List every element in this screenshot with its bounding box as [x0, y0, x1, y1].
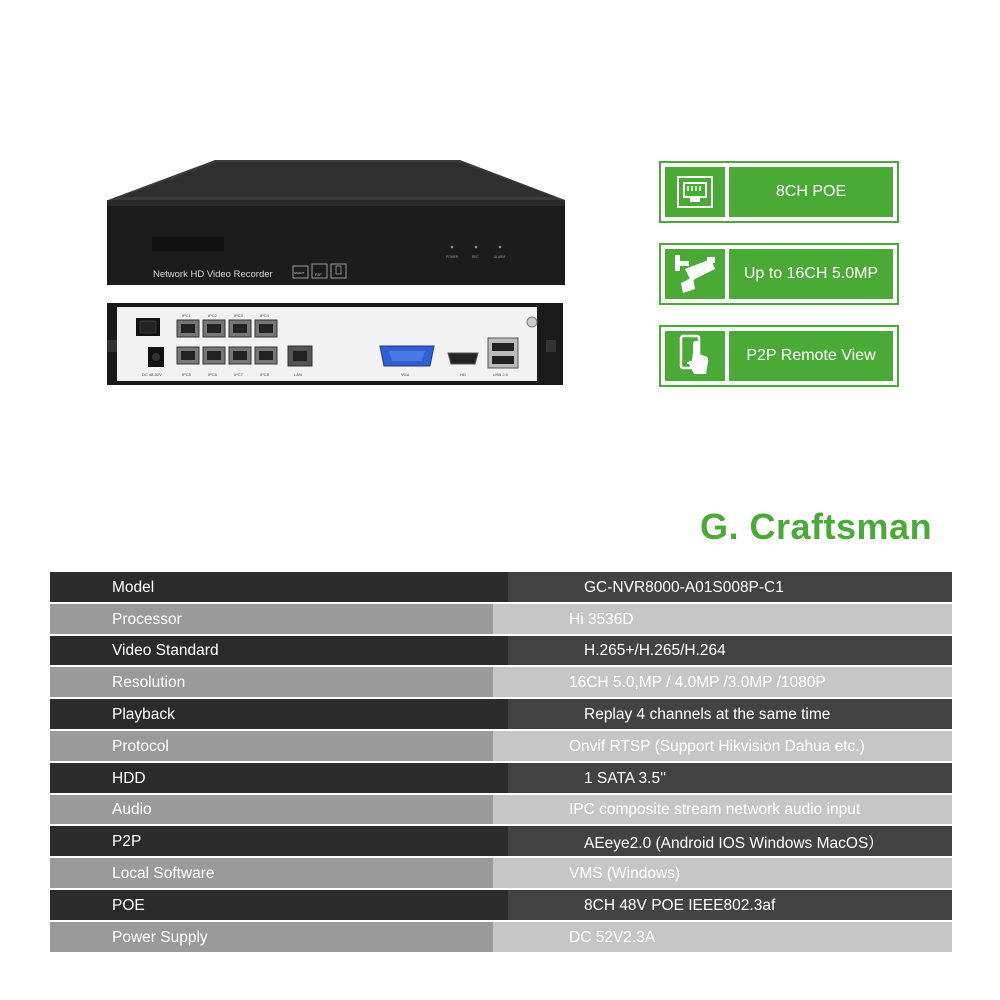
badge-label: P2P Remote View	[729, 331, 893, 381]
spec-name: Resolution	[50, 667, 493, 700]
alarm-led	[498, 245, 502, 249]
svg-text:P2P: P2P	[315, 273, 322, 277]
poe-port-label: IPC5	[182, 372, 192, 377]
power-led	[450, 245, 454, 249]
svg-text:VGA: VGA	[401, 372, 410, 377]
hdmi-port	[447, 352, 479, 365]
ground-screw	[526, 316, 538, 328]
svg-text:USB 2.0: USB 2.0	[493, 372, 509, 377]
spec-value: IPC composite stream network audio input	[493, 794, 952, 827]
svg-text:POWER: POWER	[446, 255, 459, 259]
badge-16ch-5mp: Up to 16CH 5.0MP	[659, 243, 899, 305]
spec-name: Protocol	[50, 730, 493, 763]
spec-value: Hi 3536D	[493, 603, 952, 636]
spec-name: Video Standard	[50, 635, 508, 668]
spec-value: DC 52V2.3A	[493, 921, 952, 954]
nvr-front-label: Network HD Video Recorder	[153, 269, 273, 280]
spec-value: 1 SATA 3.5''	[508, 762, 952, 795]
spec-value: Onvif RTSP (Support Hikvision Dahua etc.…	[493, 730, 952, 763]
smart-icon	[292, 265, 309, 279]
spec-name: Model	[50, 572, 508, 604]
svg-text:DC 48-52V: DC 48-52V	[142, 372, 162, 377]
spec-value: H.265+/H.265/H.264	[508, 635, 952, 668]
spec-name: POE	[50, 889, 508, 922]
svg-text:LAN: LAN	[294, 372, 302, 377]
spec-value: 8CH 48V POE IEEE802.3af	[508, 889, 952, 922]
spec-value: GC-NVR8000-A01S008P-C1	[508, 572, 952, 604]
brand-logo: G. Craftsman	[700, 506, 933, 547]
spec-name: Audio	[50, 794, 493, 827]
poe-port-label: IPC3	[234, 313, 244, 318]
poe-port-label: IPC4	[260, 313, 270, 318]
phone-touch-icon	[679, 334, 709, 374]
badge-label: Up to 16CH 5.0MP	[729, 249, 893, 299]
rec-led	[474, 245, 478, 249]
poe-port-label: IPC7	[234, 372, 244, 377]
svg-text:REC: REC	[472, 255, 479, 259]
poe-port-label: IPC8	[260, 372, 270, 377]
poe-port-label: IPC1	[182, 313, 192, 318]
spec-name: HDD	[50, 762, 508, 795]
ethernet-port-icon	[677, 176, 713, 208]
svg-text:ALARM: ALARM	[494, 255, 505, 259]
spec-name: P2P	[50, 826, 508, 859]
spec-value: VMS (Windows)	[493, 858, 952, 890]
spec-name: Local Software	[50, 858, 493, 890]
spec-name: Playback	[50, 699, 508, 731]
badge-label: 8CH POE	[729, 167, 893, 217]
spec-value: Replay 4 channels at the same time	[508, 699, 952, 731]
mobile-icon	[330, 263, 347, 279]
poe-port-label: IPC2	[208, 313, 218, 318]
spec-name: Processor	[50, 603, 493, 636]
poe-port-label: IPC6	[208, 372, 218, 377]
spec-value: 16CH 5.0,MP / 4.0MP /3.0MP /1080P	[493, 667, 952, 700]
badge-8ch-poe: 8CH POE	[659, 161, 899, 223]
badge-p2p-remote: P2P Remote View	[659, 325, 899, 387]
p2p-icon	[311, 263, 328, 279]
spec-value: AEeye2.0 (Android IOS Windows MacOS）	[508, 826, 952, 859]
security-camera-icon	[675, 255, 715, 293]
spec-name: Power Supply	[50, 921, 493, 954]
nvr-display-window	[152, 237, 224, 251]
svg-text:SMART: SMART	[294, 271, 305, 275]
nvr-product-image: Network HD Video Recorder SMART P2P POWE…	[107, 160, 565, 385]
svg-text:HD: HD	[460, 372, 466, 377]
